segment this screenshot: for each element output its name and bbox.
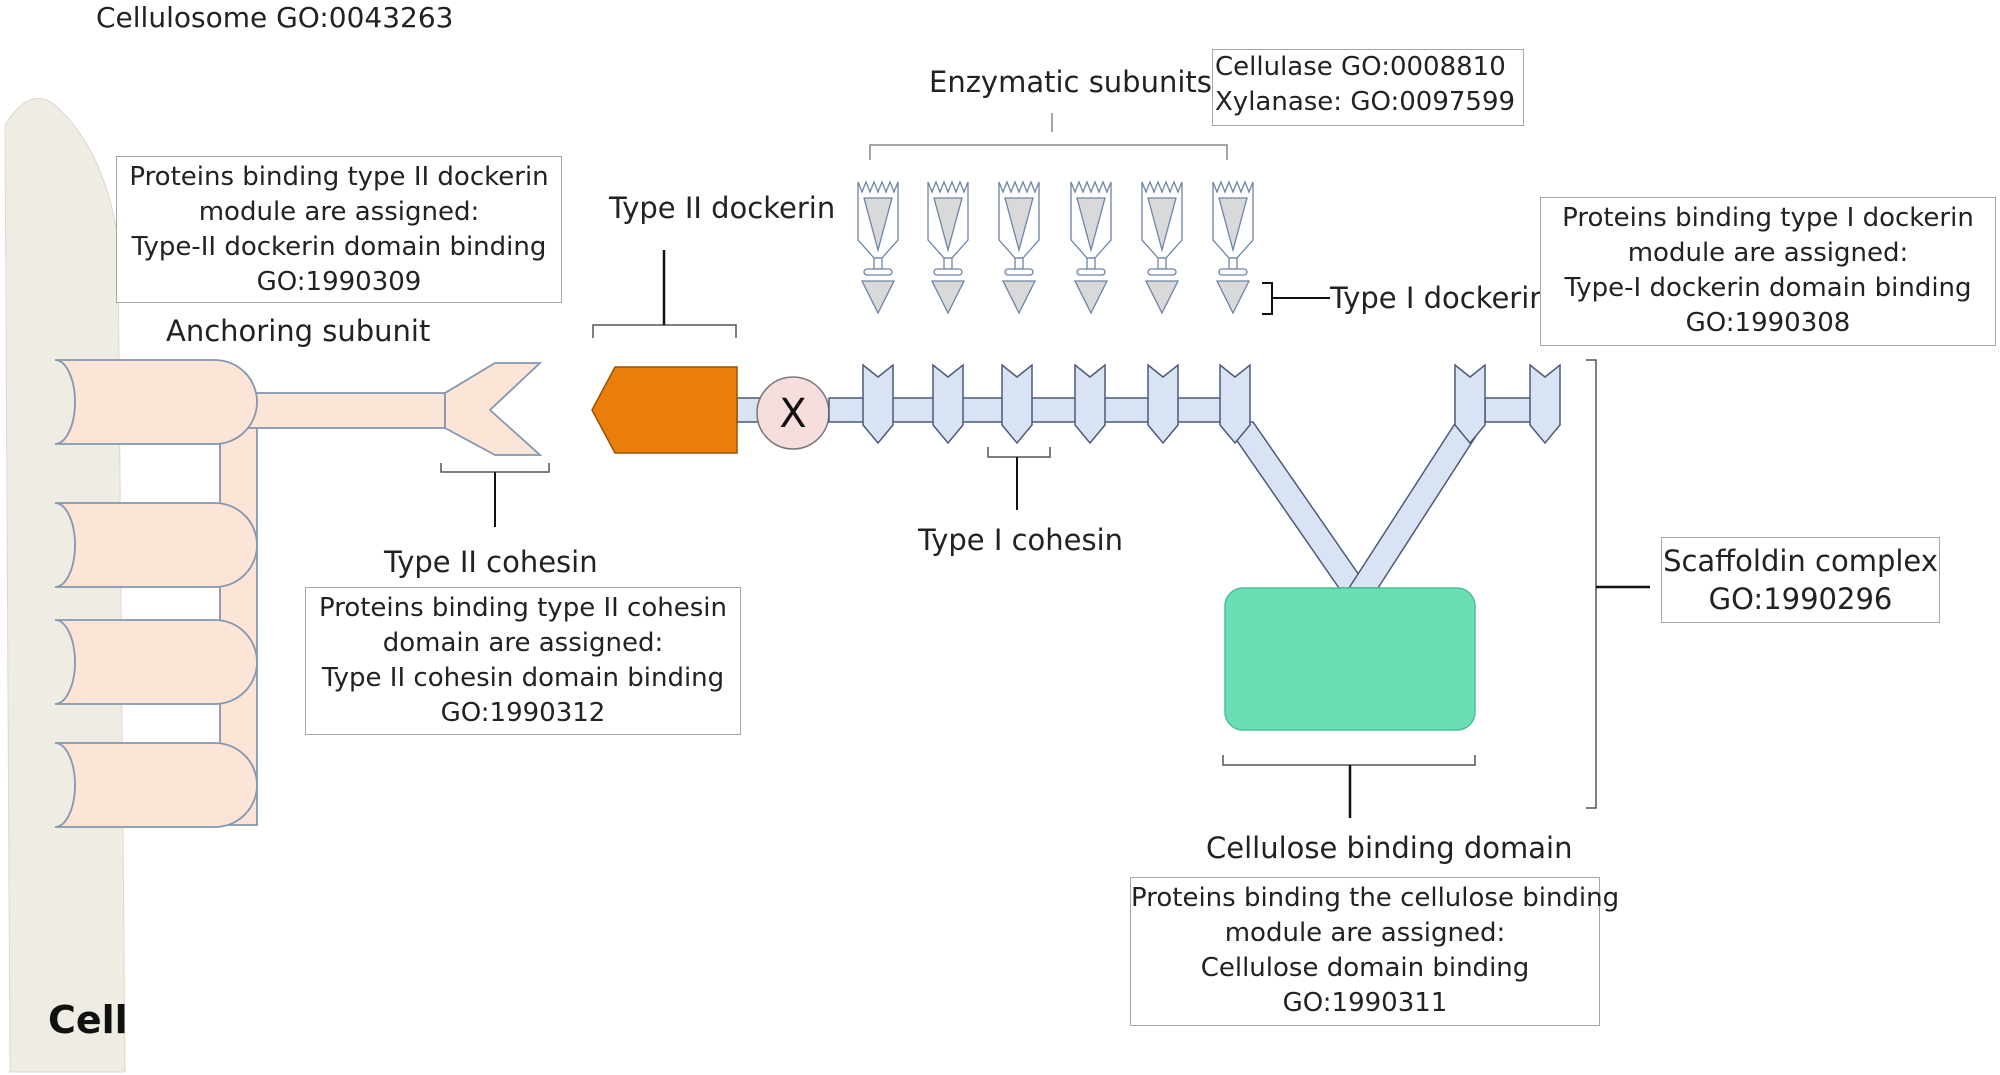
type1-dockerin-go-line-1: Proteins binding type I dockerin — [1562, 203, 1974, 233]
type1-cohesin — [1147, 363, 1179, 445]
type1-cohesin — [862, 363, 894, 445]
type2-dockerin-label: Type II dockerin — [609, 191, 836, 225]
cellulose-binding-domain — [1224, 587, 1476, 731]
type2-dockerin-go-box: Proteins binding type II dockerin module… — [116, 156, 562, 303]
x-module-label: X — [779, 391, 806, 437]
type2-cohesin-go-line-4: GO:1990312 — [440, 698, 606, 728]
type2-dockerin-shape — [591, 366, 738, 454]
type1-cohesins — [862, 363, 1561, 445]
cellulose-go-line-3: Cellulose domain binding — [1200, 953, 1530, 983]
scaffoldin-bar — [828, 397, 1250, 423]
slh-module-2 — [54, 502, 258, 588]
type1-dockerin-label: Type I dockerin — [1330, 281, 1548, 315]
type2-cohesin-go-box: Proteins binding type II cohesin domain … — [305, 587, 741, 735]
enzymes-go-line-2: Xylanase: GO:0097599 — [1215, 87, 1516, 117]
anchoring-subunit — [54, 359, 543, 828]
type1-dockerin-go-line-4: GO:1990308 — [1685, 308, 1851, 338]
enzyme-subunit — [1212, 180, 1254, 315]
scaffoldin-go-line-1: Scaffoldin complex — [1663, 544, 1938, 578]
cellulose-binding-domain-label: Cellulose binding domain — [1206, 831, 1573, 865]
type1-cohesin — [1074, 363, 1106, 445]
type1-cohesin — [1454, 363, 1486, 445]
cellulose-go-line-4: GO:1990311 — [1282, 988, 1448, 1018]
type2-cohesin-go-line-3: Type II cohesin domain binding — [321, 663, 725, 693]
scaffoldin-go-box: Scaffoldin complex GO:1990296 — [1661, 537, 1940, 623]
type1-cohesin-label: Type I cohesin — [918, 523, 1124, 557]
type1-cohesin — [1529, 363, 1561, 445]
type2-dockerin-go-line-2: module are assigned: — [198, 197, 480, 227]
type2-cohesin-go-line-1: Proteins binding type II cohesin — [318, 593, 727, 623]
type1-cohesin-bracket — [987, 447, 1051, 458]
scaffoldin-bracket — [1586, 359, 1597, 809]
enzymatic-subunits-label: Enzymatic subunits — [929, 65, 1212, 99]
cbd-linker-right — [1347, 421, 1487, 589]
enzyme-subunit — [857, 180, 899, 315]
type1-dockerin-bracket — [1262, 282, 1330, 315]
type2-cohesin-label: Type II cohesin — [384, 545, 598, 579]
type1-dockerin-go-line-2: module are assigned: — [1627, 238, 1909, 268]
type1-cohesin — [1001, 363, 1033, 445]
slh-module-1 — [54, 359, 258, 445]
enzymes-bracket — [869, 144, 1228, 160]
enzymes-go-line-1: Cellulase GO:0008810 — [1215, 52, 1506, 82]
type2-cohesin-go-line-2: domain are assigned: — [382, 628, 664, 658]
type2-dockerin-bracket — [592, 324, 737, 338]
cellulose-go-line-2: module are assigned: — [1224, 918, 1506, 948]
type1-cohesin — [1219, 363, 1251, 445]
anchoring-subunit-label: Anchoring subunit — [166, 314, 431, 348]
cell-label: Cell — [48, 998, 128, 1042]
type2-dockerin-go-line-4: GO:1990309 — [256, 267, 422, 297]
scaffoldin-bar-right — [1484, 397, 1536, 423]
cbd-bracket — [1222, 755, 1476, 766]
type1-cohesin — [932, 363, 964, 445]
cbd-linker-left — [1222, 421, 1370, 589]
slh-module-4 — [54, 742, 258, 828]
enzyme-subunit — [1070, 180, 1112, 315]
diagram-title: Cellulosome GO:0043263 — [96, 1, 454, 34]
cellulose-go-line-1: Proteins binding the cellulose binding — [1131, 883, 1620, 913]
type2-cohesin-bracket — [440, 463, 550, 473]
enzymes-go-box: Cellulase GO:0008810 Xylanase: GO:009759… — [1212, 49, 1524, 126]
enzyme-subunit — [927, 180, 969, 315]
slh-module-3 — [54, 619, 258, 705]
type2-dockerin-go-line-3: Type-II dockerin domain binding — [131, 232, 547, 262]
enzymatic-subunits — [857, 180, 1254, 315]
type1-dockerin-go-box: Proteins binding type I dockerin module … — [1540, 197, 1996, 346]
brackets — [440, 113, 1650, 818]
scaffoldin-go-line-2: GO:1990296 — [1708, 582, 1893, 616]
cellulose-go-box: Proteins binding the cellulose binding m… — [1130, 877, 1620, 1026]
enzyme-subunit — [1141, 180, 1183, 315]
type2-cohesin-shape — [444, 362, 543, 456]
enzyme-subunit — [998, 180, 1040, 315]
type2-dockerin-go-line-1: Proteins binding type II dockerin — [129, 162, 549, 192]
type1-dockerin-go-line-3: Type-I dockerin domain binding — [1564, 273, 1972, 303]
